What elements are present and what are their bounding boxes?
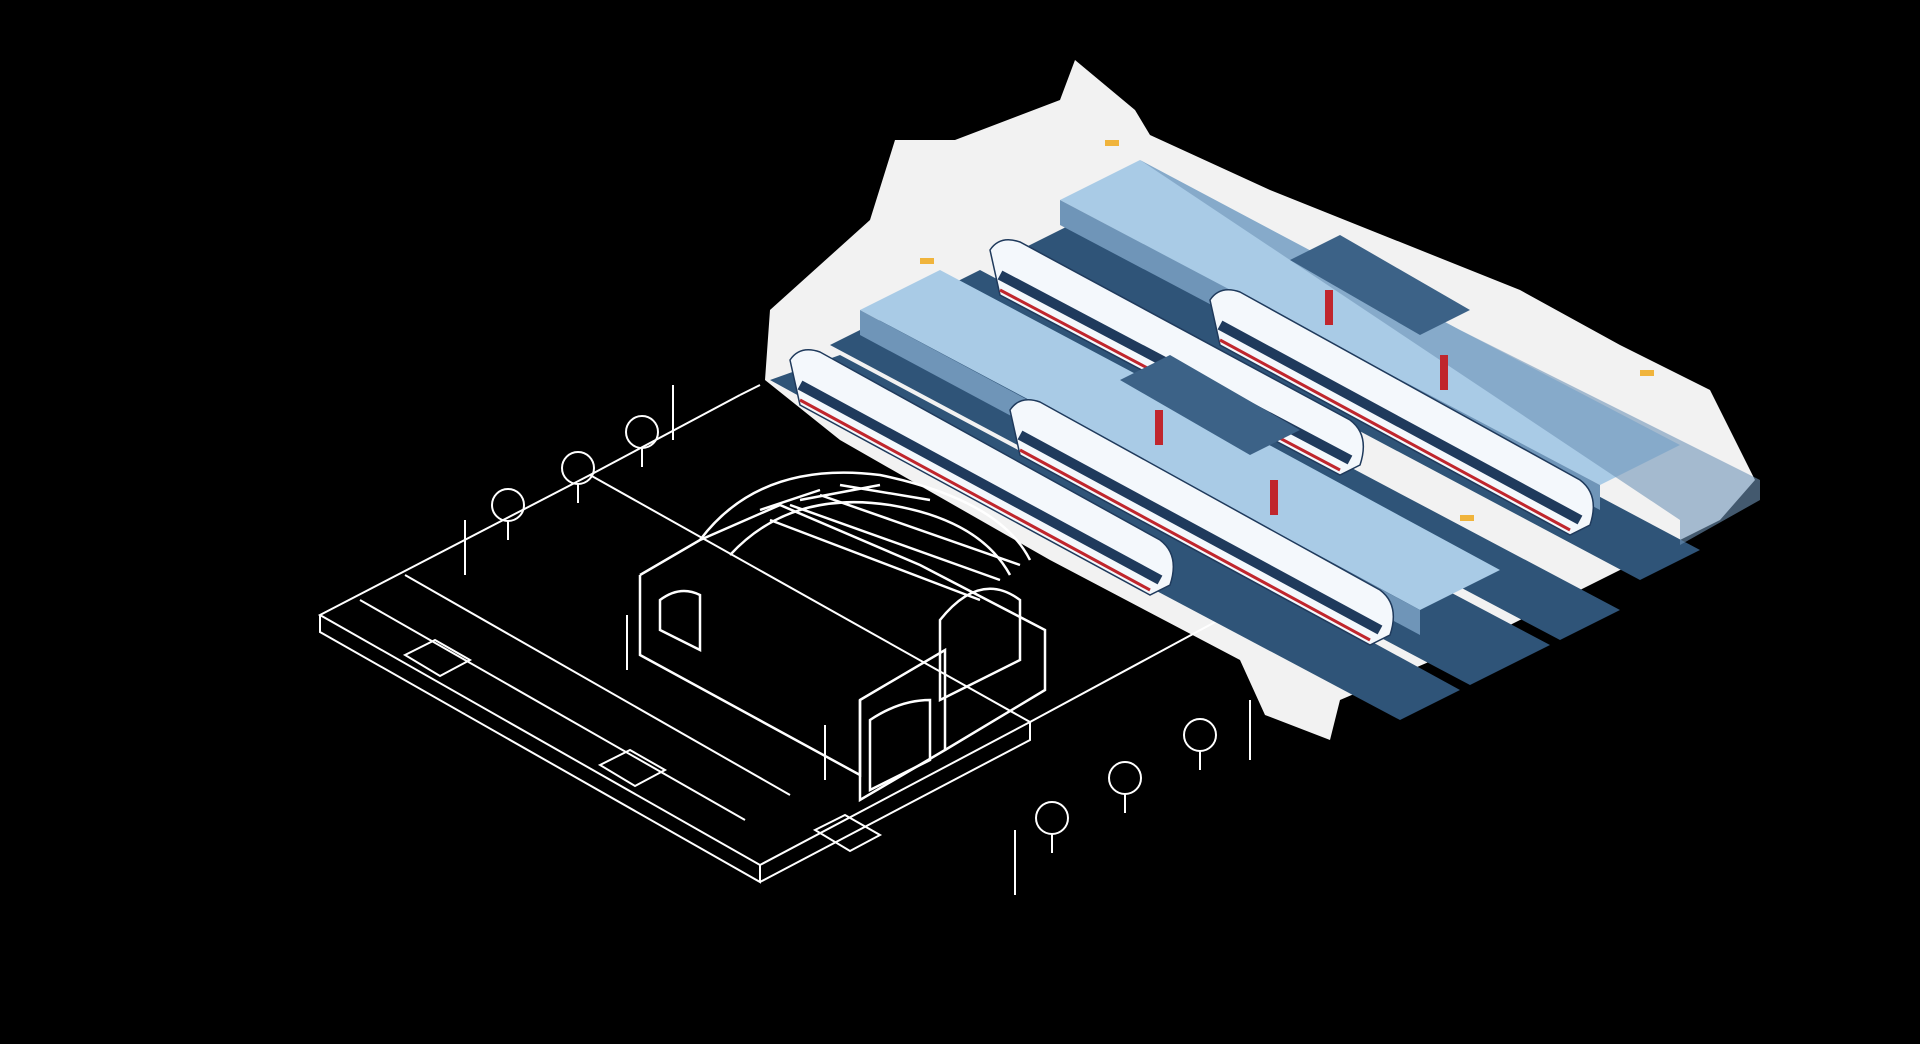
train-4 <box>1209 289 1595 536</box>
trees <box>491 415 1217 853</box>
train-2 <box>1009 399 1395 646</box>
station-building <box>638 471 1047 803</box>
cars <box>402 638 883 853</box>
lamps <box>464 385 1251 895</box>
platform-signs <box>920 140 1654 521</box>
train-1 <box>789 349 1175 596</box>
street-outline <box>317 384 1331 884</box>
canopies <box>1120 235 1470 515</box>
trains <box>789 239 1595 646</box>
